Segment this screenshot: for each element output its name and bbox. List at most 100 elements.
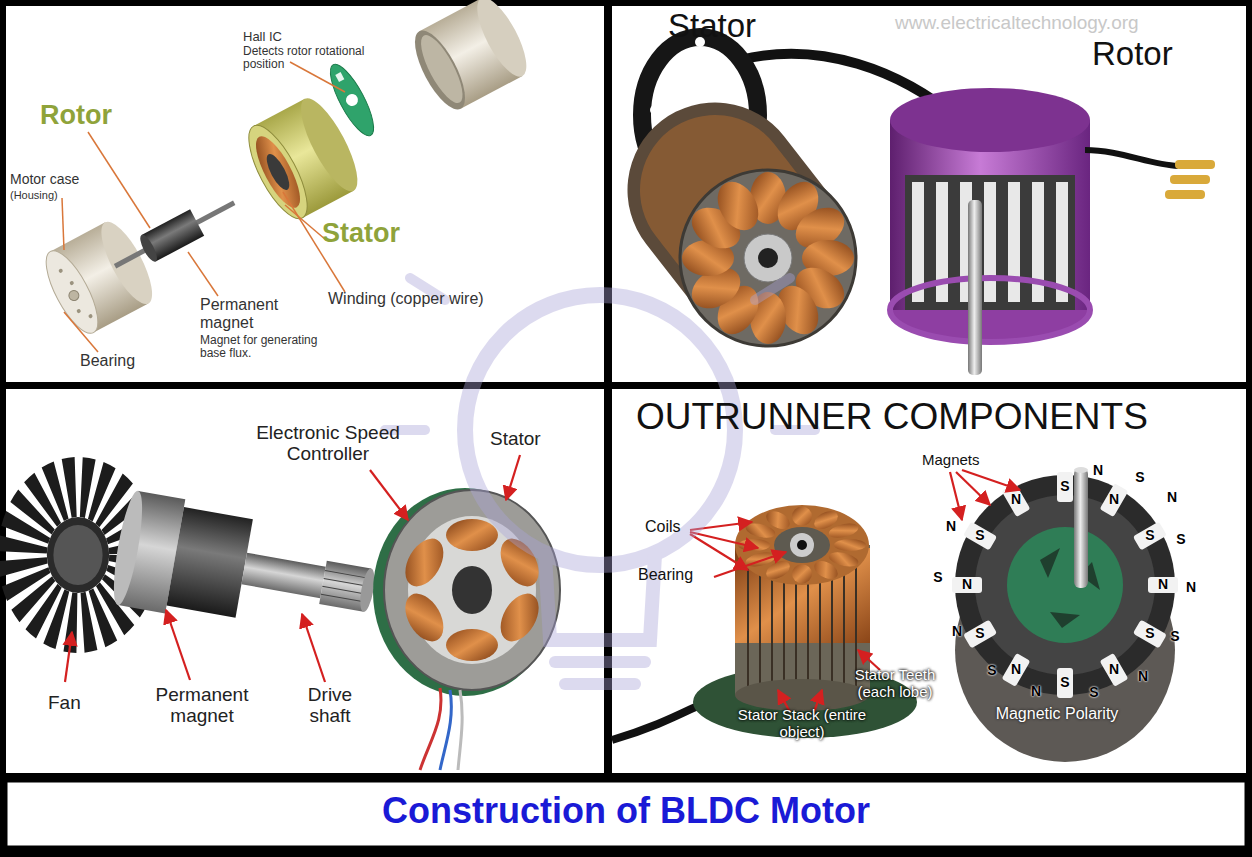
panel-background (612, 389, 1246, 773)
leader-line (285, 205, 326, 240)
outrunner-bell-drawing (1133, 620, 1167, 649)
stator-drawing (440, 690, 451, 770)
polarity-letter: N (952, 624, 962, 640)
rotor-drawing (108, 489, 148, 607)
polarity-letter: N (1186, 580, 1196, 596)
rotor-drawing (1165, 190, 1205, 199)
motor-case-drawing (76, 308, 81, 313)
pointer-arrow (166, 610, 190, 680)
motor-case-drawing (69, 280, 74, 285)
pointer-arrow (65, 632, 72, 682)
outrunner-bell-drawing (952, 467, 1178, 762)
outrunner-bell-drawing (1050, 612, 1080, 628)
polarity-letter: N (962, 577, 972, 593)
rotor-drawing (890, 278, 1090, 342)
polarity-letter: N (1158, 577, 1168, 593)
hall-ic-drawing (335, 72, 344, 82)
outrunner-bell-drawing (1148, 577, 1178, 593)
stator-drawing (398, 532, 452, 593)
outrunner-bell-drawing (1074, 468, 1088, 588)
pointer-arrow (302, 614, 325, 682)
outrunner-stator-drawing (792, 564, 812, 583)
stator-drawing (238, 118, 319, 227)
stator-drawing (758, 248, 778, 268)
part-label: Bearing (638, 566, 693, 584)
stator-drawing (420, 688, 441, 770)
polarity-letter: S (1089, 685, 1098, 701)
description-note: Magnet for generating base flux. (200, 334, 335, 361)
rotor-drawing (324, 578, 368, 586)
outrunner-bell-drawing (1002, 653, 1031, 687)
leader-line (188, 252, 218, 296)
rotor-drawing (968, 200, 982, 375)
part-label: Motor case (10, 172, 79, 188)
rotor-drawing (1170, 175, 1210, 184)
watermark: www.electricaltechnology.org (895, 12, 1139, 33)
motor-case-drawing (88, 313, 93, 318)
pointer-arrow (950, 472, 962, 520)
polarity-letter: S (1060, 675, 1069, 691)
rotor-drawing (325, 571, 369, 579)
part-label: Rotor (40, 100, 112, 130)
outrunner-stator-drawing (735, 679, 869, 711)
pointer-arrow (714, 552, 786, 577)
outrunner-bell-drawing (975, 495, 1155, 675)
hall-ic-drawing (323, 59, 382, 141)
panel-background (6, 6, 1246, 773)
part-label: Stator (668, 8, 756, 45)
part-label: Coils (645, 518, 681, 536)
polarity-letter: N (1109, 662, 1119, 678)
rotor-drawing (108, 489, 383, 648)
rotor-drawing (1008, 182, 1020, 302)
housing-cap-drawing (468, 0, 536, 83)
leader-line (64, 312, 98, 352)
outrunner-bell-drawing (1057, 472, 1073, 502)
rotor-drawing (321, 594, 365, 602)
part-label: Permanent magnet (200, 296, 300, 332)
leader-line (88, 132, 150, 228)
rotor-drawing (1085, 150, 1178, 166)
rotor-drawing (984, 182, 996, 302)
stator-drawing (398, 587, 452, 648)
polarity-letter: N (946, 519, 956, 535)
outrunner-bell-drawing (1074, 467, 1088, 473)
watermark-bulb (565, 678, 635, 690)
part-label: Rotor (1092, 36, 1173, 73)
outrunner-bell-drawing (955, 475, 1175, 695)
outrunner-bell-drawing (1057, 668, 1073, 698)
outrunner-stator-drawing (792, 507, 812, 526)
pointer-arrow (690, 470, 1020, 712)
outrunner-stator-drawing (834, 539, 866, 551)
polarity-letter: N (1011, 662, 1021, 678)
pointer-arrow (690, 534, 748, 570)
outrunner-bell-drawing (1100, 653, 1129, 687)
housing-cap-drawing (413, 30, 470, 108)
part-label: Magnets (922, 452, 980, 469)
outrunner-stator-drawing (797, 540, 807, 550)
motor-case-drawing (67, 289, 81, 303)
stator-drawing (680, 170, 856, 346)
stator-mount-drawing (650, 105, 660, 115)
outrunner-stator-drawing (735, 505, 869, 585)
polarity-letter: S (975, 528, 984, 544)
description-note: Detects rotor rotational position (243, 45, 383, 72)
stator-drawing (452, 566, 492, 614)
stator-drawing (709, 175, 766, 238)
fan-drawing (53, 525, 102, 585)
part-label: Stator Stack (entire object) (737, 707, 867, 741)
polarity-letter: S (1060, 479, 1069, 495)
motor-case-drawing (36, 244, 107, 340)
watermark-bulb (755, 278, 790, 300)
leader-line (290, 62, 345, 92)
stator-drawing (446, 519, 498, 551)
polarity-letter: S (1145, 626, 1154, 642)
polarity-letter: N (1138, 669, 1148, 685)
outrunner-stator-drawing (790, 533, 814, 557)
hall-ic-drawing (344, 92, 360, 108)
outrunner-bell-drawing (963, 522, 997, 551)
rotor-drawing (167, 507, 253, 618)
rotor-drawing (890, 88, 1215, 375)
outrunner-bell-drawing (952, 472, 1178, 698)
